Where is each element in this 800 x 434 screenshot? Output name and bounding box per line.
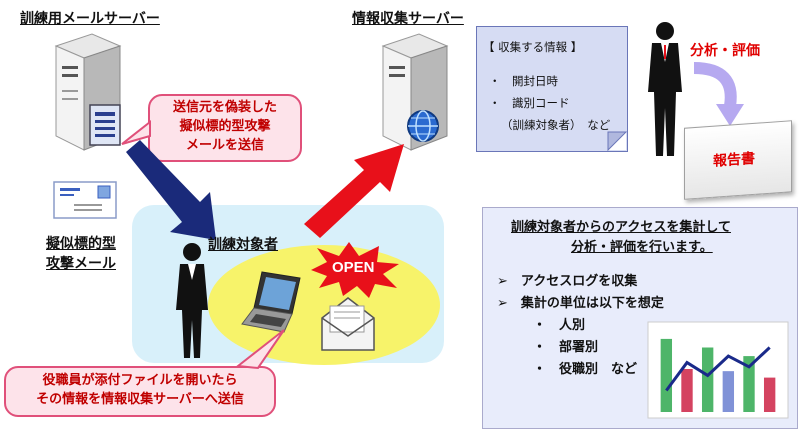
trainee-label: 訓練対象者 xyxy=(208,237,278,253)
fake-mail-label: 擬似標的型 攻撃メール xyxy=(46,234,116,274)
callout-bottom-line: その情報を情報収集サーバーへ送信 xyxy=(36,392,244,407)
callout-top-line: 擬似標的型攻撃 xyxy=(179,119,271,134)
aggregation-chart xyxy=(647,321,789,419)
chart-bar xyxy=(681,369,693,412)
aggregation-sub-item: ・ 役職別 など xyxy=(533,362,638,377)
callout-top-line: 送信元を偽装した xyxy=(172,100,277,115)
callout-top-tail xyxy=(121,119,151,145)
chart-bar xyxy=(722,371,735,412)
document-icon xyxy=(89,104,121,146)
callout-send-info: 役職員が添付ファイルを開いたら その情報を情報収集サーバーへ送信 xyxy=(4,366,276,417)
chart-trend-line xyxy=(665,346,771,392)
analysis-label: 分析・評価 xyxy=(690,43,760,59)
aggregation-heading: 分析・評価を行います。 xyxy=(571,240,713,255)
open-burst xyxy=(311,242,399,298)
fake-mail-label-line2: 攻撃メール xyxy=(46,256,116,272)
callout-top-line: メールを送信 xyxy=(185,138,264,153)
aggregation-bullet: ➢ 集計の単位は以下を想定 xyxy=(497,296,664,311)
aggregation-sub-item: ・ 人別 xyxy=(533,318,586,333)
chart-bar xyxy=(660,338,673,412)
fake-mail-label-line1: 擬似標的型 xyxy=(46,236,116,252)
report-arrow xyxy=(304,144,404,238)
callout-bottom-tail xyxy=(235,329,285,370)
aggregation-bullet: ➢ アクセスログを収集 xyxy=(497,274,638,289)
collect-server-label: 情報収集サーバー xyxy=(352,11,464,27)
chart-bar xyxy=(743,356,755,412)
envelope-icon xyxy=(53,181,117,219)
mail-server-label: 訓練用メールサーバー xyxy=(20,11,160,27)
opened-mail-icon xyxy=(321,297,375,351)
person-icon xyxy=(176,243,208,358)
laptop-icon xyxy=(241,271,301,333)
businessman-icon xyxy=(648,22,682,156)
collected-info-item: ・ 開封日時 xyxy=(489,74,558,88)
collected-info-title: 【 収集する情報 】 xyxy=(483,40,583,54)
chart-bar xyxy=(701,347,714,412)
report-label: 報告書 xyxy=(713,150,755,170)
callout-bottom-line: 役職員が添付ファイルを開いたら xyxy=(42,373,238,388)
report-document: 報告書 xyxy=(684,120,792,200)
collected-info-item: （訓練対象者） など xyxy=(501,118,611,132)
aggregation-sub-item: ・ 部署別 xyxy=(533,340,599,355)
curved-arrow xyxy=(693,62,744,126)
send-mail-arrow xyxy=(126,140,216,240)
aggregation-heading: 訓練対象者からのアクセスを集計して xyxy=(511,220,731,235)
open-label: OPEN xyxy=(332,259,375,276)
callout-send-fake-mail: 送信元を偽装した 擬似標的型攻撃 メールを送信 xyxy=(148,94,302,162)
collected-info-note: 【 収集する情報 】 ・ 開封日時 ・ 識別コード （訓練対象者） など xyxy=(476,26,628,152)
collected-info-item: ・ 識別コード xyxy=(489,96,570,110)
note-fold xyxy=(607,131,628,152)
chart-bar xyxy=(763,377,776,412)
globe-icon xyxy=(407,110,439,142)
